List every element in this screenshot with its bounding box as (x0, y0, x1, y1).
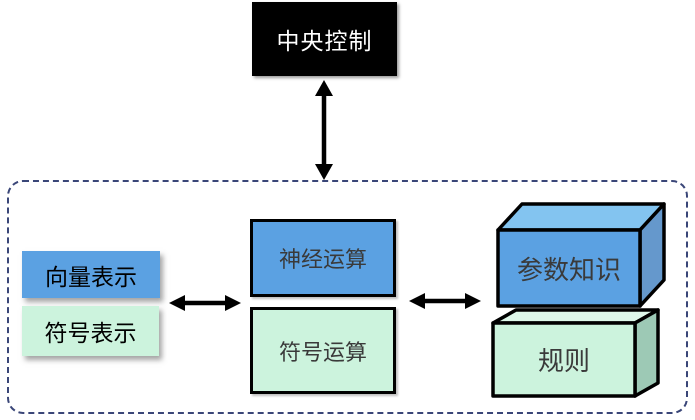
rules-cuboid (491, 308, 660, 398)
vector-representation-box: 向量表示 (22, 251, 160, 298)
left-bidirectional-arrow-icon (169, 295, 241, 311)
parametric-knowledge-label: 参数知识 (516, 254, 621, 285)
symbol-operation-box: 符号运算 (250, 307, 396, 394)
vector-representation-label: 向量表示 (45, 263, 137, 290)
dashed-boundary (7, 180, 688, 414)
parametric-knowledge-label-box: 参数知识 (498, 230, 640, 306)
symbol-representation-box: 符号表示 (22, 306, 159, 356)
central-control-box: 中央控制 (252, 2, 397, 76)
vertical-bidirectional-arrow-icon (315, 80, 333, 180)
central-control-label: 中央控制 (276, 28, 373, 54)
rules-label: 规则 (537, 346, 590, 376)
neural-operation-label: 神经运算 (278, 247, 367, 272)
knowledge-cuboids-graphic (491, 202, 666, 398)
right-bidirectional-arrow-icon (409, 293, 481, 309)
neural-operation-box: 神经运算 (250, 219, 396, 297)
symbol-representation-label: 符号表示 (44, 320, 137, 346)
parametric-knowledge-cuboid (496, 202, 666, 308)
rules-label-box: 规则 (493, 323, 635, 396)
symbol-operation-label: 符号运算 (278, 339, 367, 365)
